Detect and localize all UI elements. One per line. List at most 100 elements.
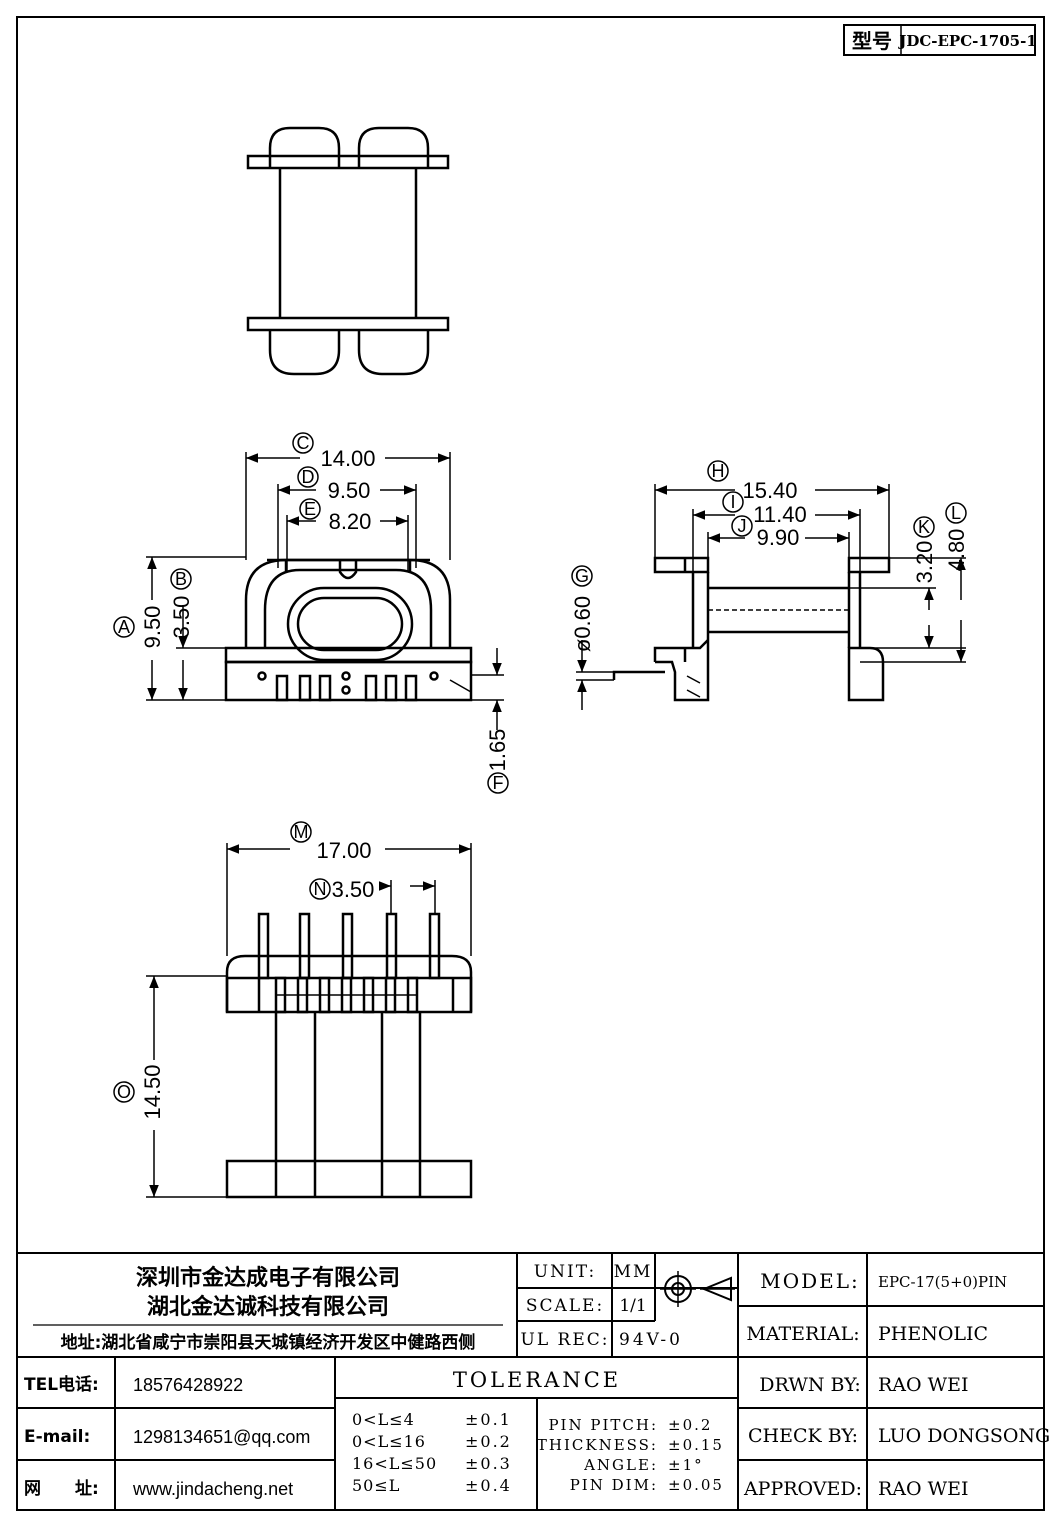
extra-tolerance-value: ±0.05 — [668, 1476, 724, 1494]
tolerance-range: 0<L≤16 — [352, 1432, 426, 1451]
dim-o-value: 14.50 — [140, 1064, 165, 1119]
dim-k-value: 3.20 — [912, 541, 937, 584]
dim-g-value: ø0.60 — [570, 596, 595, 652]
approved-value: RAO WEI — [878, 1478, 969, 1500]
dim-o-marker-circle — [113, 1081, 135, 1103]
ul-value: 94V-0 — [619, 1330, 683, 1350]
dim-a-value: 9.50 — [140, 606, 165, 649]
company-name-2: 湖北金达诚科技有限公司 — [147, 1294, 389, 1320]
tolerance-value: ±0.3 — [465, 1454, 512, 1473]
dim-l-marker: L — [951, 503, 961, 523]
tolerance-value: ±0.2 — [465, 1432, 512, 1451]
dim-j-value: 9.90 — [757, 525, 800, 550]
extra-tolerance-value: ±1° — [668, 1456, 704, 1474]
drawn-value: RAO WEI — [878, 1374, 969, 1396]
dim-l-value: 4.80 — [944, 529, 969, 572]
dim-n-marker: N — [314, 879, 327, 899]
model-value: EPC-17(5+0)PIN — [878, 1273, 1007, 1291]
drawn-label: DRWN BY: — [759, 1374, 861, 1396]
bottom-dimensions — [146, 843, 472, 1198]
dim-o-marker: O — [117, 1082, 131, 1102]
dim-e-marker-circle — [299, 498, 321, 520]
dim-n-value: 3.50 — [332, 877, 375, 902]
model-number-value: JDC-EPC-1705-1 — [897, 32, 1037, 50]
dim-k-marker: K — [918, 517, 930, 537]
extra-tolerance-label: PIN DIM: — [570, 1476, 658, 1494]
front-view — [224, 558, 473, 702]
side-view — [612, 556, 891, 702]
front-dimensions — [146, 452, 504, 730]
dim-j-marker: J — [738, 516, 747, 536]
dim-d-marker: D — [302, 467, 315, 487]
tolerance-range: 50≤L — [352, 1476, 400, 1495]
bottom-view — [225, 912, 473, 1199]
dimension-labels: C 14.00 D 9.50 E 8.20 A 9.50 B 3.50 1.65… — [113, 432, 969, 1120]
dim-f-value: 1.65 — [485, 729, 510, 772]
scale-value: 1/1 — [619, 1296, 646, 1316]
email-value: 1298134651@qq.com — [133, 1427, 310, 1447]
web-value: www.jindacheng.net — [132, 1479, 293, 1499]
dim-g-marker-circle — [571, 565, 593, 587]
title-block — [17, 1252, 1044, 1510]
dim-c-value: 14.00 — [320, 446, 375, 471]
dim-h-marker: H — [712, 461, 725, 481]
model-number-box: 型号 JDC-EPC-1705-1 — [843, 24, 1037, 56]
scale-label: SCALE: — [526, 1296, 604, 1316]
dim-f-marker-circle — [487, 772, 509, 794]
dim-f-marker: F — [493, 773, 504, 793]
dim-b-marker: B — [175, 569, 187, 589]
dim-i-marker: I — [730, 492, 735, 512]
dim-m-marker-circle — [290, 821, 312, 843]
company-name-1: 深圳市金达成电子有限公司 — [136, 1265, 400, 1291]
tolerance-title: TOLERANCE — [453, 1368, 621, 1392]
tolerance-range: 0<L≤4 — [352, 1410, 415, 1429]
dim-m-value: 17.00 — [316, 838, 371, 863]
dim-k-marker-circle — [913, 516, 935, 538]
tolerance-table: 0<L≤4 ±0.1 0<L≤16 ±0.2 16<L≤50 ±0.3 50≤L… — [352, 1410, 512, 1495]
dim-b-value: 3.50 — [169, 596, 194, 639]
dim-e-value: 8.20 — [329, 509, 372, 534]
tel-label: TEL电话: — [24, 1374, 99, 1395]
check-label: CHECK BY: — [748, 1425, 858, 1447]
model-number-label: 型号 — [852, 29, 892, 53]
approved-label: APPROVED: — [743, 1478, 862, 1500]
extra-tolerance-table: PIN PITCH: ±0.2 THICKNESS: ±0.15 ANGLE: … — [537, 1416, 724, 1494]
dim-b-marker-circle — [170, 568, 192, 590]
extra-tolerance-label: ANGLE: — [583, 1456, 658, 1474]
ul-label: UL REC: — [521, 1330, 610, 1350]
dim-e-marker: E — [304, 499, 316, 519]
unit-value: MM — [614, 1262, 653, 1282]
extra-tolerance-label: THICKNESS: — [537, 1436, 658, 1454]
dim-a-marker-circle — [113, 616, 135, 638]
dim-m-marker: M — [294, 822, 309, 842]
dim-n-marker-circle — [309, 878, 331, 900]
check-value: LUO DONGSONG — [878, 1425, 1050, 1447]
dim-c-marker: C — [297, 433, 310, 453]
model-label: MODEL: — [760, 1269, 860, 1293]
sheet-border — [16, 16, 1045, 1511]
dim-i-value: 11.40 — [753, 502, 806, 527]
top-view — [246, 126, 450, 376]
dim-l-marker-circle — [945, 502, 967, 524]
dim-i-marker-circle — [722, 491, 744, 513]
extra-tolerance-label: PIN PITCH: — [548, 1416, 658, 1434]
email-label: E-mail: — [24, 1427, 90, 1447]
web-label: 网 址: — [24, 1479, 99, 1499]
dim-h-marker-circle — [707, 460, 729, 482]
tolerance-range: 16<L≤50 — [352, 1454, 437, 1473]
dim-c-marker-circle — [292, 432, 314, 454]
dim-d-marker-circle — [297, 466, 319, 488]
dim-a-marker: A — [118, 617, 130, 637]
dim-g-marker: G — [575, 566, 589, 586]
tel-value: 18576428922 — [133, 1375, 243, 1395]
dim-d-value: 9.50 — [328, 478, 371, 503]
extra-tolerance-value: ±0.15 — [668, 1436, 724, 1454]
tolerance-value: ±0.1 — [465, 1410, 512, 1429]
projection-symbol-icon — [660, 1271, 735, 1307]
dim-h-value: 15.40 — [742, 478, 797, 503]
side-dimensions — [576, 484, 966, 710]
extra-tolerance-value: ±0.2 — [668, 1416, 712, 1434]
unit-label: UNIT: — [534, 1262, 596, 1282]
company-address: 地址:湖北省咸宁市崇阳县天城镇经济开发区中健路西侧 — [61, 1332, 476, 1353]
